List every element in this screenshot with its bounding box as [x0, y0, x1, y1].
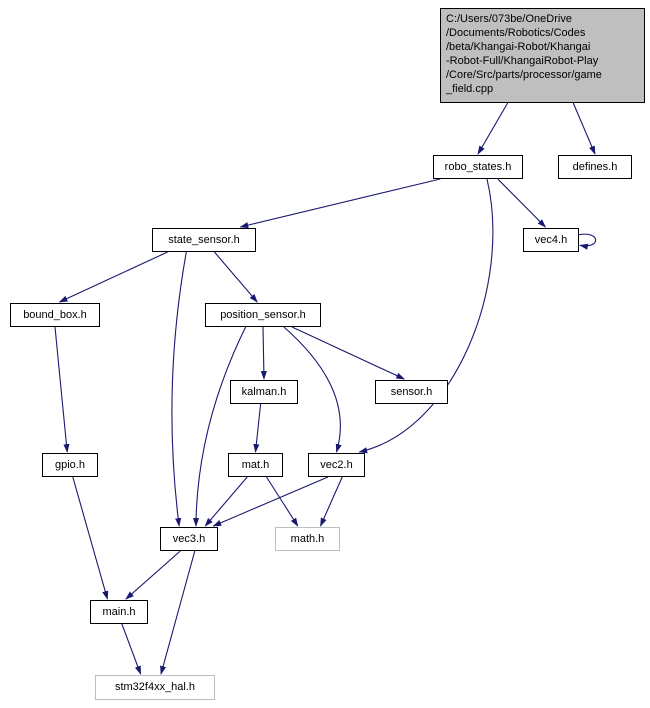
- graph-edge-vec4.h-to-vec4.h: [578, 233, 597, 250]
- node-defines-h[interactable]: defines.h: [558, 155, 632, 179]
- node-gpio-h[interactable]: gpio.h: [42, 453, 98, 477]
- graph-edge-state_sensor.h-to-position_sensor.h: [213, 251, 258, 303]
- node-main-h[interactable]: main.h: [90, 600, 148, 624]
- node-math-h: math.h: [275, 527, 340, 551]
- graph-edge-state_sensor.h-to-vec3.h: [171, 251, 187, 527]
- graph-edge-main.h-to-stm32f4xx_hal.h: [121, 623, 142, 675]
- graph-edge-vec2.h-to-math.h: [319, 476, 343, 527]
- node-state-sensor-h[interactable]: state_sensor.h: [152, 228, 256, 252]
- node-position-sensor-h[interactable]: position_sensor.h: [205, 303, 321, 327]
- graph-edge-bound_box.h-to-gpio.h: [54, 326, 70, 453]
- graph-edge-robo_states.h-to-vec4.h: [497, 178, 547, 228]
- node-sensor-h[interactable]: sensor.h: [375, 380, 448, 404]
- node-game-field-cpp: C:/Users/073be/OneDrive /Documents/Robot…: [440, 8, 645, 103]
- graph-edge-robo_states.h-to-vec2.h: [358, 178, 494, 454]
- node-stm32f4xx-hal-h: stm32f4xx_hal.h: [95, 675, 215, 700]
- graph-edge-vec3.h-to-stm32f4xx_hal.h: [160, 550, 196, 675]
- graph-edge-game_field.cpp-to-defines.h: [572, 102, 596, 155]
- node-robo-states-h[interactable]: robo_states.h: [433, 155, 523, 179]
- graph-edge-mat.h-to-vec3.h: [204, 476, 248, 527]
- node-vec4-h[interactable]: vec4.h: [523, 228, 579, 252]
- node-vec2-h[interactable]: vec2.h: [308, 453, 365, 477]
- graph-edge-position_sensor.h-to-kalman.h: [260, 326, 267, 380]
- graph-edge-vec2.h-to-vec3.h: [212, 476, 329, 527]
- graph-edge-mat.h-to-math.h: [266, 476, 299, 527]
- graph-edge-position_sensor.h-to-vec3.h: [192, 326, 247, 527]
- node-bound-box-h[interactable]: bound_box.h: [10, 303, 100, 327]
- graph-edge-gpio.h-to-main.h: [72, 476, 109, 600]
- graph-edge-kalman.h-to-mat.h: [253, 403, 262, 453]
- graph-edge-vec3.h-to-main.h: [125, 550, 181, 600]
- graph-edge-robo_states.h-to-state_sensor.h: [239, 178, 441, 229]
- node-mat-h[interactable]: mat.h: [228, 453, 283, 477]
- graph-edge-state_sensor.h-to-bound_box.h: [58, 251, 168, 303]
- graph-edge-game_field.cpp-to-robo_states.h: [477, 102, 509, 155]
- node-kalman-h[interactable]: kalman.h: [230, 380, 298, 404]
- graph-edge-position_sensor.h-to-sensor.h: [291, 326, 405, 380]
- node-vec3-h[interactable]: vec3.h: [160, 527, 218, 551]
